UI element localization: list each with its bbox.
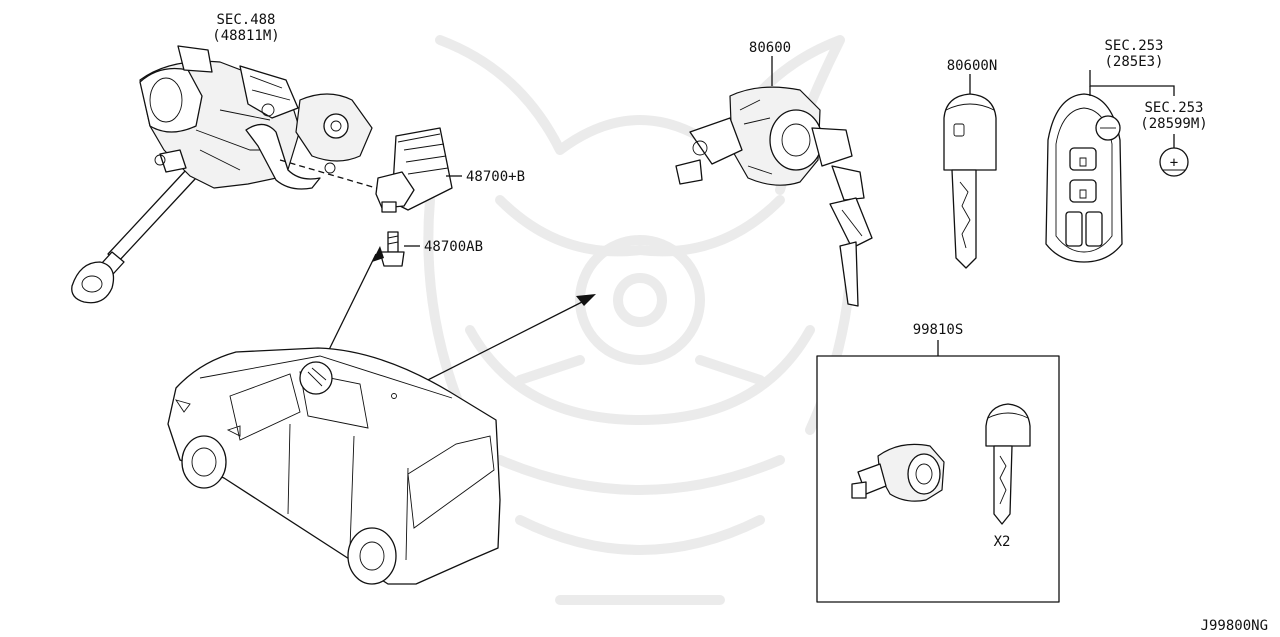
vehicle-illustration — [167, 347, 501, 585]
diagram-code: J99800NG — [1201, 618, 1268, 634]
label-sec253-a: SEC.253 — [1104, 38, 1163, 54]
label-sec253-a-sub: (285E3) — [1104, 54, 1163, 70]
intelligent-key-fob — [1045, 93, 1123, 263]
label-sec488-sub: (48811M) — [212, 28, 279, 44]
steering-lock-module — [375, 127, 453, 213]
label-sec488: SEC.488 — [216, 12, 275, 28]
label-sec253-b: SEC.253 — [1144, 100, 1203, 116]
leader-column-to-module — [279, 159, 391, 193]
kit-key — [985, 403, 1031, 525]
leader-sec253 — [1089, 70, 1175, 96]
label-x2: X2 — [994, 534, 1011, 550]
battery-plus-sign: + — [1170, 155, 1178, 171]
label-sec253-b-sub: (28599M) — [1140, 116, 1207, 132]
key-blank-80600n — [943, 93, 997, 269]
label-48700b: 48700+B — [466, 169, 525, 185]
kit-key-cylinder — [851, 443, 945, 502]
key-cylinder-set-80600 — [675, 86, 873, 307]
arrow-to-key-cylinder — [407, 294, 596, 391]
bolt-48700ab — [379, 231, 405, 267]
label-48700ab: 48700AB — [424, 239, 483, 255]
battery-28599m: + — [1159, 147, 1189, 177]
label-80600n: 80600N — [947, 58, 998, 74]
steering-column-assembly — [71, 45, 373, 304]
label-99810s: 99810S — [913, 322, 964, 338]
arrow-to-module — [321, 246, 384, 365]
label-80600: 80600 — [749, 40, 791, 56]
